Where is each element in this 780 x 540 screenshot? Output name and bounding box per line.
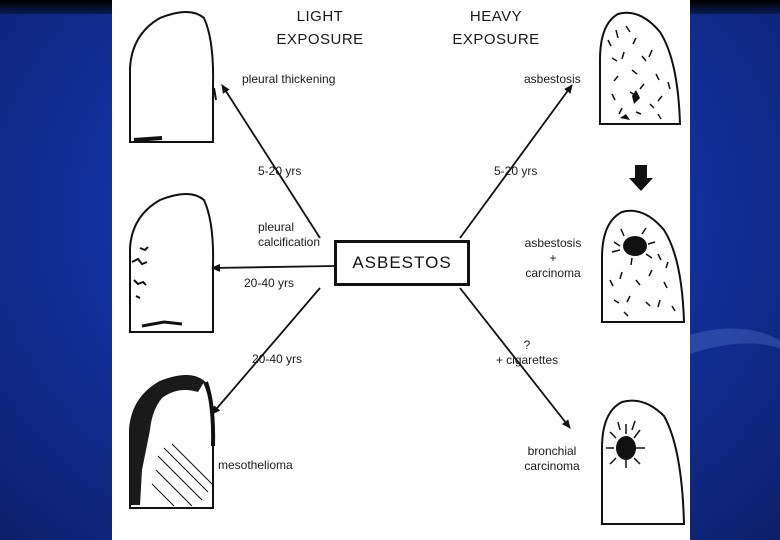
lung-asbestosis-icon [599, 11, 682, 125]
header-light-line2: EXPOSURE [276, 31, 364, 48]
lung-pleural-calcification-icon [129, 193, 215, 333]
arrow-to-pleural-thickening [221, 84, 321, 239]
arrow-to-bronchial-carcinoma [459, 287, 571, 429]
header-light-line1: LIGHT [296, 8, 344, 25]
header-heavy-exposure: HEAVY EXPOSURE [436, 8, 556, 48]
label-mesothelioma: mesothelioma [218, 458, 293, 472]
down-arrow-icon [629, 165, 653, 191]
label-pleural-calcification-line1: pleural [258, 220, 295, 234]
label-bronchial-carcinoma: bronchial carcinoma [512, 444, 592, 474]
lung-asbestosis-carcinoma-icon [601, 209, 686, 323]
label-asbestosis: asbestosis [524, 72, 581, 86]
label-pleural-calcification: pleural calcification [258, 220, 320, 250]
timeline-lower-right: ? + cigarettes [472, 338, 582, 368]
header-heavy-line1: HEAVY [469, 8, 523, 25]
label-asbestosis-carcinoma-line3: carcinoma [525, 266, 581, 280]
header-light-exposure: LIGHT EXPOSURE [260, 8, 380, 48]
label-pleural-calcification-line2: calcification [258, 235, 321, 249]
label-pleural-thickening: pleural thickening [242, 72, 336, 86]
label-asbestosis-carcinoma: asbestosis + carcinoma [508, 236, 598, 281]
timeline-lower-left: 20-40 yrs [252, 352, 303, 366]
lung-bronchial-carcinoma-icon [601, 399, 686, 525]
timeline-lower-right-cigarettes: + cigarettes [495, 353, 559, 367]
asbestos-box: ASBESTOS [334, 240, 470, 286]
label-asbestosis-carcinoma-line2: + [549, 251, 557, 265]
label-asbestosis-carcinoma-line1: asbestosis [524, 236, 582, 250]
timeline-upper-right: 5-20 yrs [494, 164, 538, 178]
diagram-drawing [129, 11, 686, 525]
header-heavy-line2: EXPOSURE [452, 31, 540, 48]
arrow-to-mesothelioma [211, 287, 321, 415]
arrow-to-asbestosis [459, 84, 573, 239]
timeline-middle-left: 20-40 yrs [244, 276, 295, 290]
label-bronchial-carcinoma-line1: bronchial [527, 444, 577, 458]
label-bronchial-carcinoma-line2: carcinoma [524, 459, 580, 473]
timeline-lower-right-question: ? [523, 338, 531, 352]
arrow-to-pleural-calcification [211, 263, 335, 272]
diagram-page: LIGHT EXPOSURE HEAVY EXPOSURE ASBESTOS p… [112, 0, 690, 540]
asbestos-label: ASBESTOS [352, 253, 452, 272]
lung-pleural-thickening-icon [129, 11, 217, 143]
timeline-upper-left: 5-20 yrs [258, 164, 302, 178]
lung-mesothelioma-icon [129, 375, 216, 509]
